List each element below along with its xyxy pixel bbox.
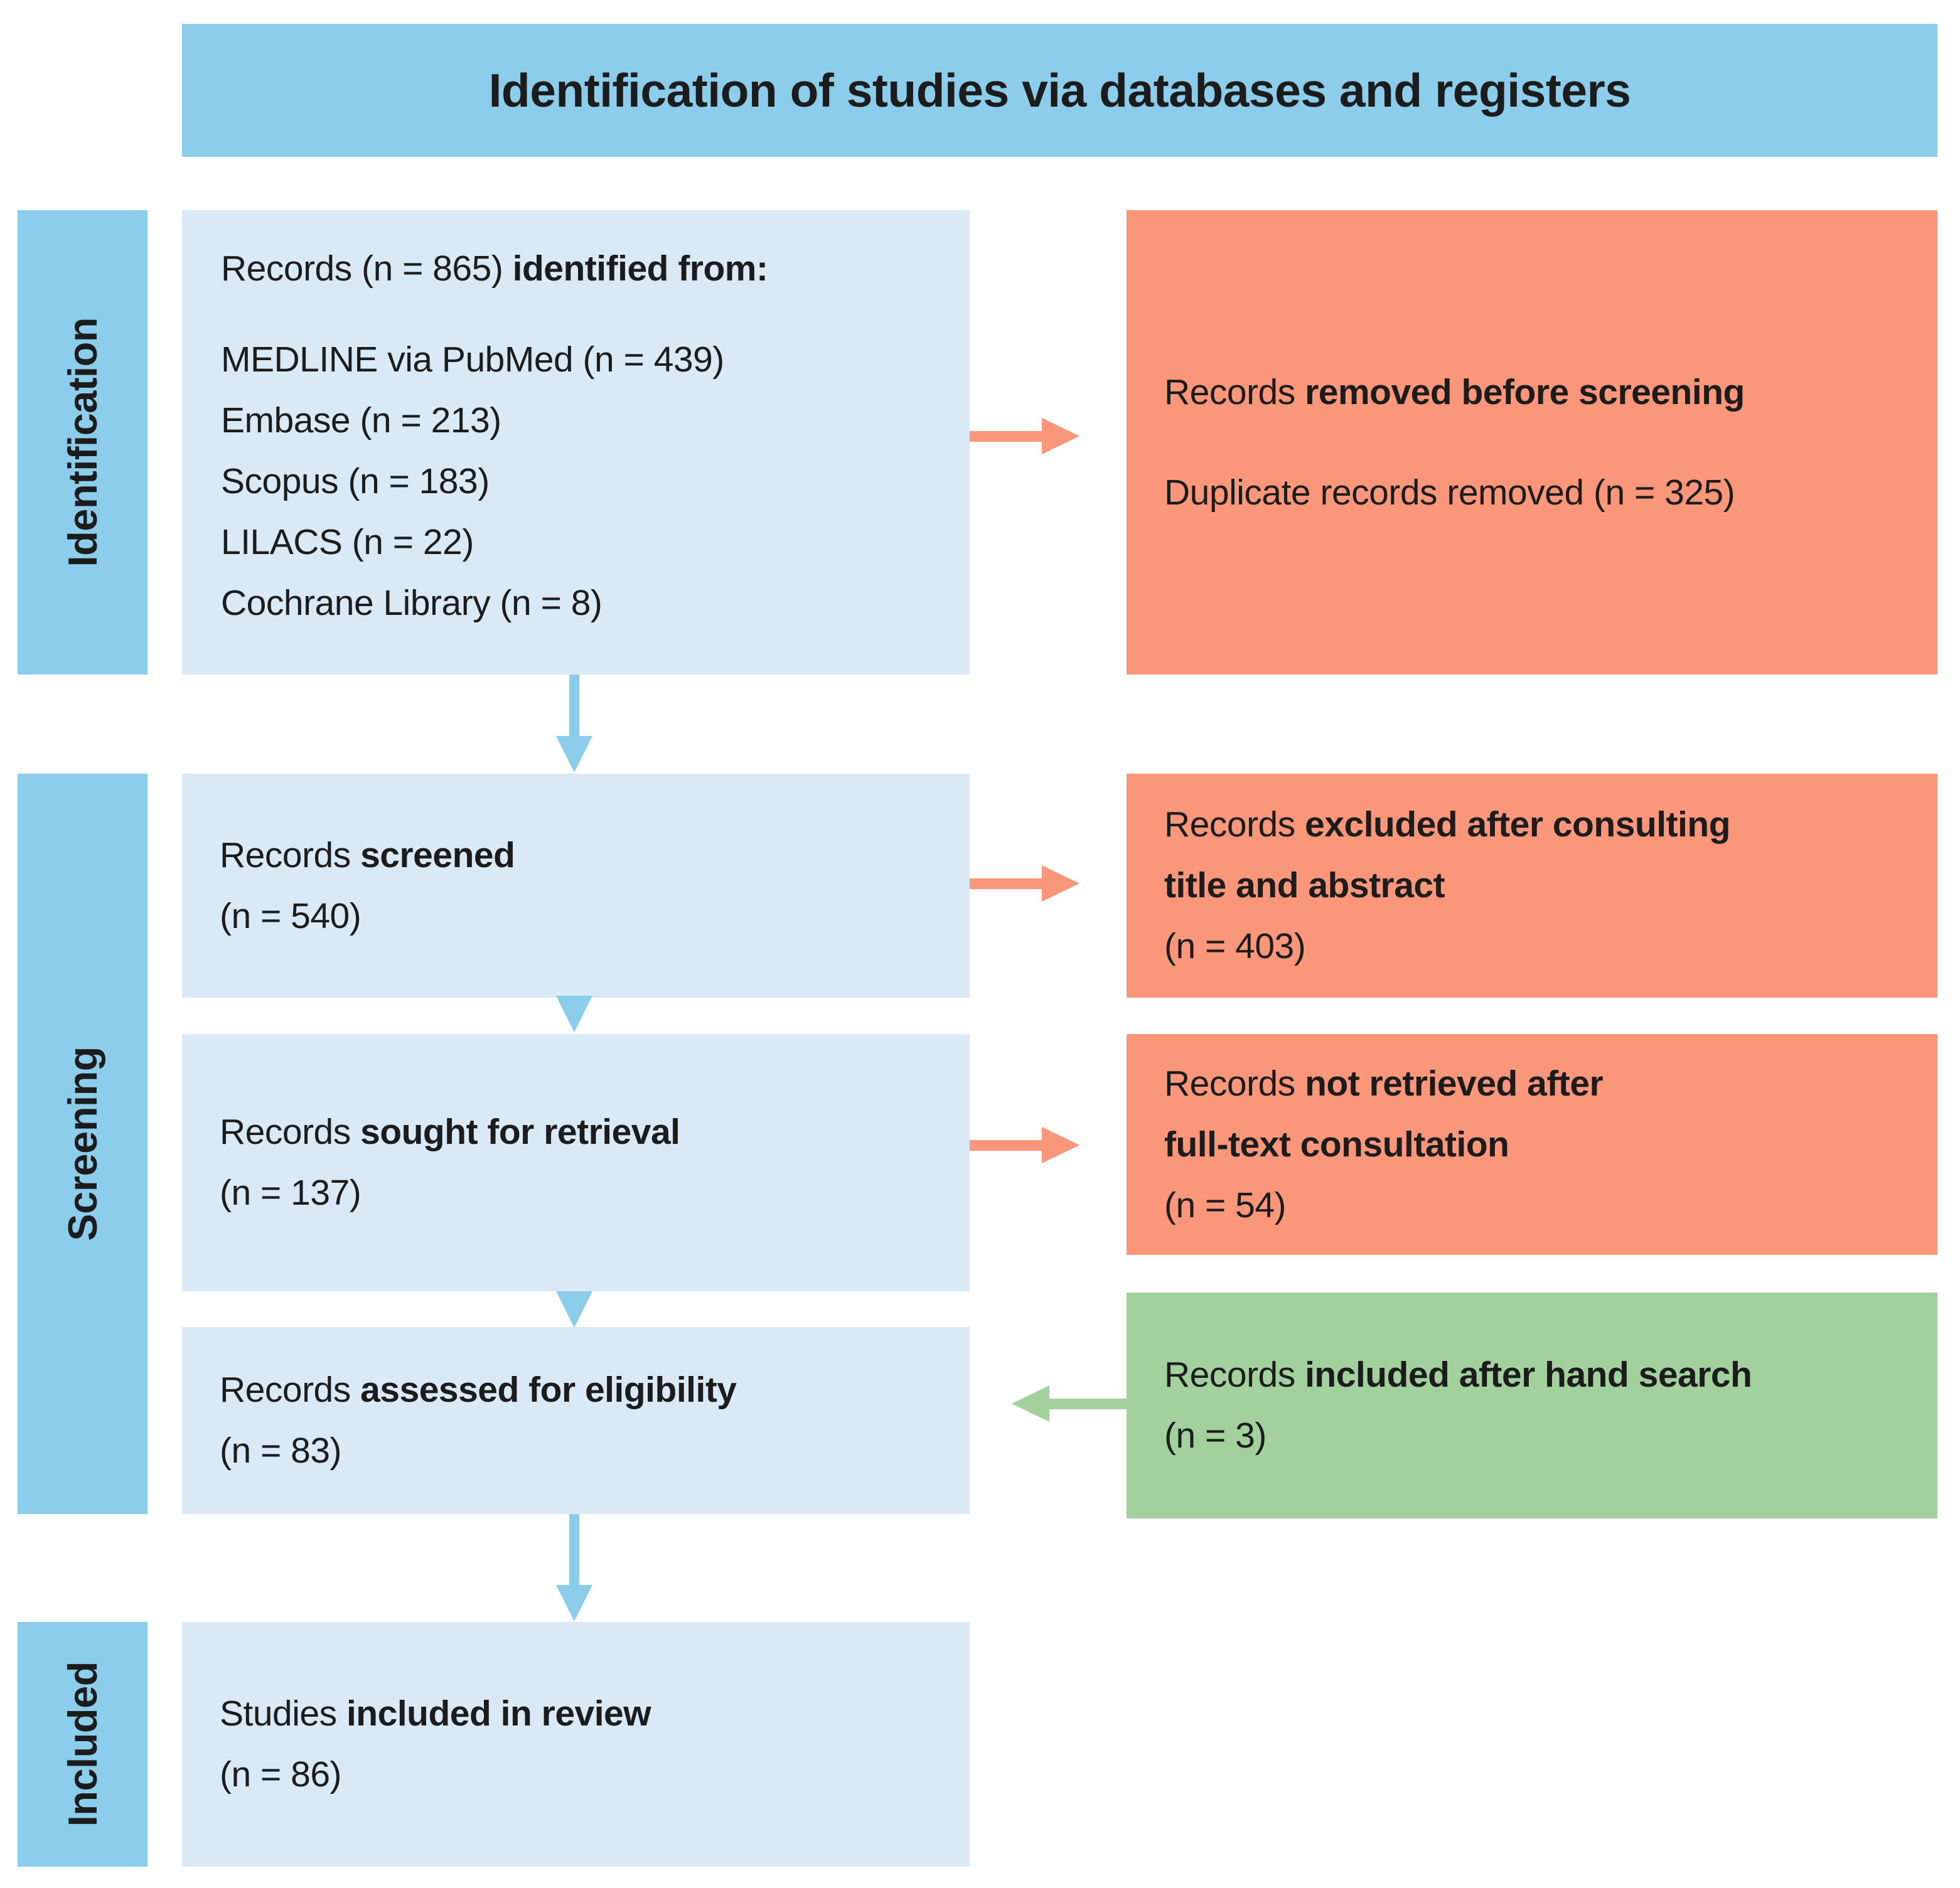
down-arrow-screened-to-sought-icon	[556, 996, 592, 1032]
source-list-item: Scopus (n = 183)	[221, 461, 490, 501]
right-arrow-excluded-shaft	[970, 878, 1042, 889]
box-records-identified: Records (n = 865) identified from: MEDLI…	[182, 210, 970, 675]
stage-band-included: Included	[18, 1622, 147, 1867]
diagram-title-bar: Identification of studies via databases …	[182, 24, 1937, 157]
left-arrow-hand-search-shaft	[1049, 1399, 1127, 1409]
box-records-assessed-heading: Records assessed for eligibility	[220, 1370, 737, 1410]
box-records-hand-search-count: (n = 3)	[1164, 1416, 1267, 1456]
down-arrow-identified-to-screened-head	[556, 736, 592, 772]
diagram-title: Identification of studies via databases …	[488, 64, 1631, 117]
box-records-assessed-count: (n = 83)	[220, 1431, 342, 1471]
box-records-identified-sources: MEDLINE via PubMed (n = 439) Embase (n = …	[221, 329, 946, 634]
right-arrow-removed-shaft	[970, 431, 1042, 442]
box-records-not-retrieved-count: (n = 54)	[1164, 1185, 1287, 1225]
box-studies-included-count: (n = 86)	[220, 1754, 342, 1795]
stage-label-included: Included	[60, 1661, 105, 1827]
box-records-screened-count: (n = 540)	[220, 895, 361, 936]
source-list-item: LILACS (n = 22)	[221, 522, 474, 562]
right-arrow-not-retrieved-head	[1042, 1127, 1079, 1163]
box-records-screened-heading: Records screened	[220, 835, 515, 875]
down-arrow-assessed-to-included-shaft	[569, 1514, 579, 1585]
right-arrow-excluded-head	[1042, 865, 1079, 902]
box-records-sought: Records sought for retrieval (n = 137)	[182, 1034, 970, 1291]
right-arrow-removed-head	[1042, 418, 1079, 454]
box-records-sought-heading: Records sought for retrieval	[220, 1112, 680, 1152]
box-records-hand-search: Records included after hand search (n = …	[1127, 1293, 1937, 1518]
box-records-identified-heading: Records (n = 865) identified from:	[221, 248, 768, 289]
down-arrow-sought-to-assessed-icon	[556, 1291, 592, 1328]
left-arrow-hand-search-head	[1012, 1385, 1049, 1422]
source-list-item: Embase (n = 213)	[221, 400, 501, 440]
box-records-removed-heading: Records removed before screening	[1164, 371, 1745, 412]
box-records-removed: Records removed before screening Duplica…	[1127, 210, 1937, 675]
box-records-sought-count: (n = 137)	[220, 1173, 361, 1213]
stage-band-identification: Identification	[18, 210, 147, 675]
right-arrow-not-retrieved-shaft	[970, 1140, 1042, 1151]
box-records-screened: Records screened (n = 540)	[182, 774, 970, 998]
stage-label-screening: Screening	[60, 1047, 105, 1241]
source-list-item: MEDLINE via PubMed (n = 439)	[221, 339, 724, 380]
box-records-removed-count: Duplicate records removed (n = 325)	[1164, 472, 1735, 513]
stage-band-screening: Screening	[18, 774, 147, 1514]
stage-label-identification: Identification	[60, 317, 105, 567]
box-records-excluded-count: (n = 403)	[1164, 926, 1306, 966]
box-studies-included-heading: Studies included in review	[220, 1693, 651, 1734]
down-arrow-identified-to-screened-shaft	[569, 675, 579, 736]
box-records-assessed: Records assessed for eligibility (n = 83…	[182, 1327, 970, 1514]
down-arrow-assessed-to-included-head	[556, 1585, 592, 1621]
source-list-item: Cochrane Library (n = 8)	[221, 583, 602, 623]
box-studies-included: Studies included in review (n = 86)	[182, 1622, 970, 1867]
box-records-hand-search-heading: Records included after hand search	[1164, 1355, 1752, 1395]
